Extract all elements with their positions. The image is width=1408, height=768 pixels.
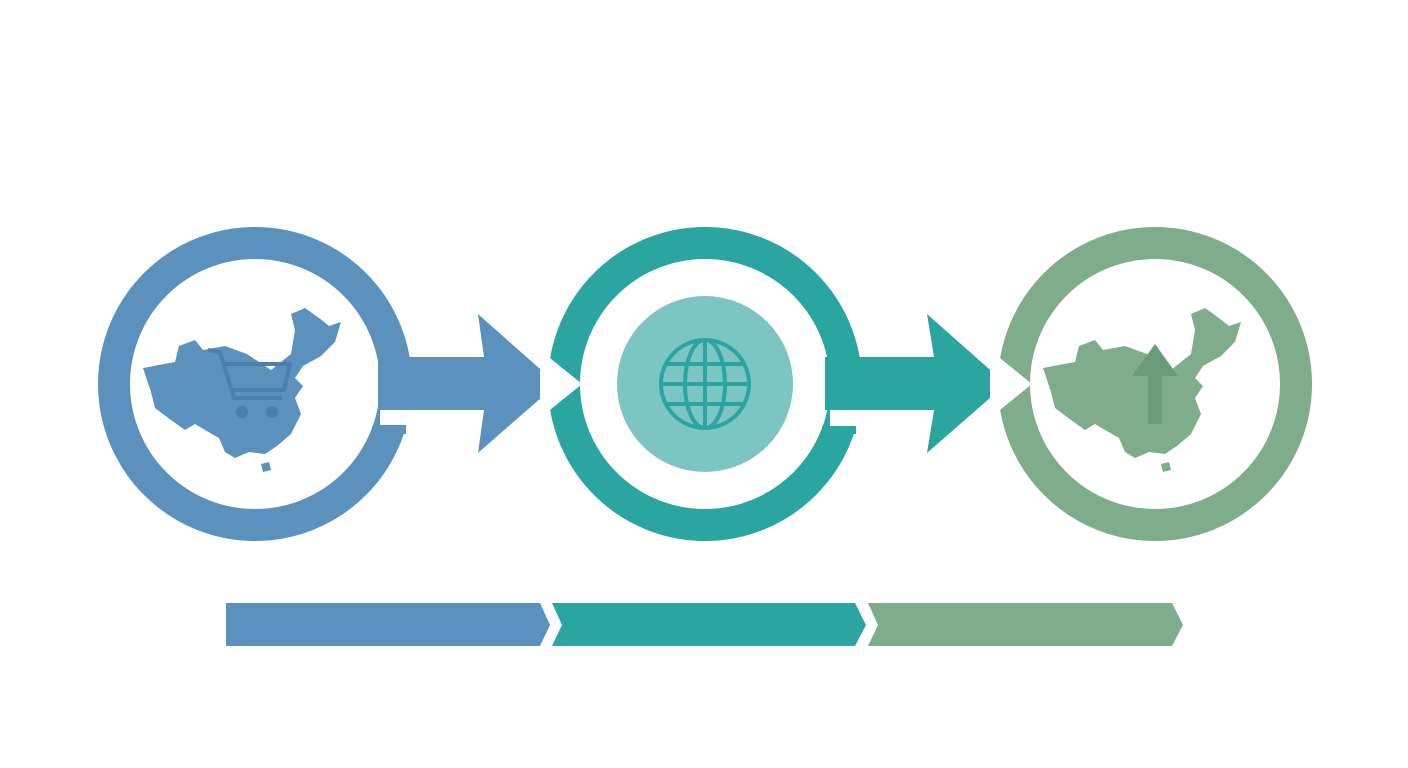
progress-segment-2: [552, 603, 866, 646]
progress-segment-1: [226, 603, 550, 646]
stage-3-growth: [990, 227, 1312, 541]
china-map-icon: [1043, 308, 1241, 472]
stage-1-arrow: [378, 314, 557, 453]
globe-icon: [659, 338, 751, 430]
stage-2-global: [540, 227, 1006, 541]
progress-segment-3: [868, 603, 1183, 646]
progress-bar: [226, 603, 1183, 646]
shopping-cart-icon: [207, 348, 292, 418]
stage-1-shopping-in-china: [98, 227, 557, 541]
up-arrow-icon: [1132, 344, 1178, 424]
stage-2-arrow: [825, 314, 1006, 453]
